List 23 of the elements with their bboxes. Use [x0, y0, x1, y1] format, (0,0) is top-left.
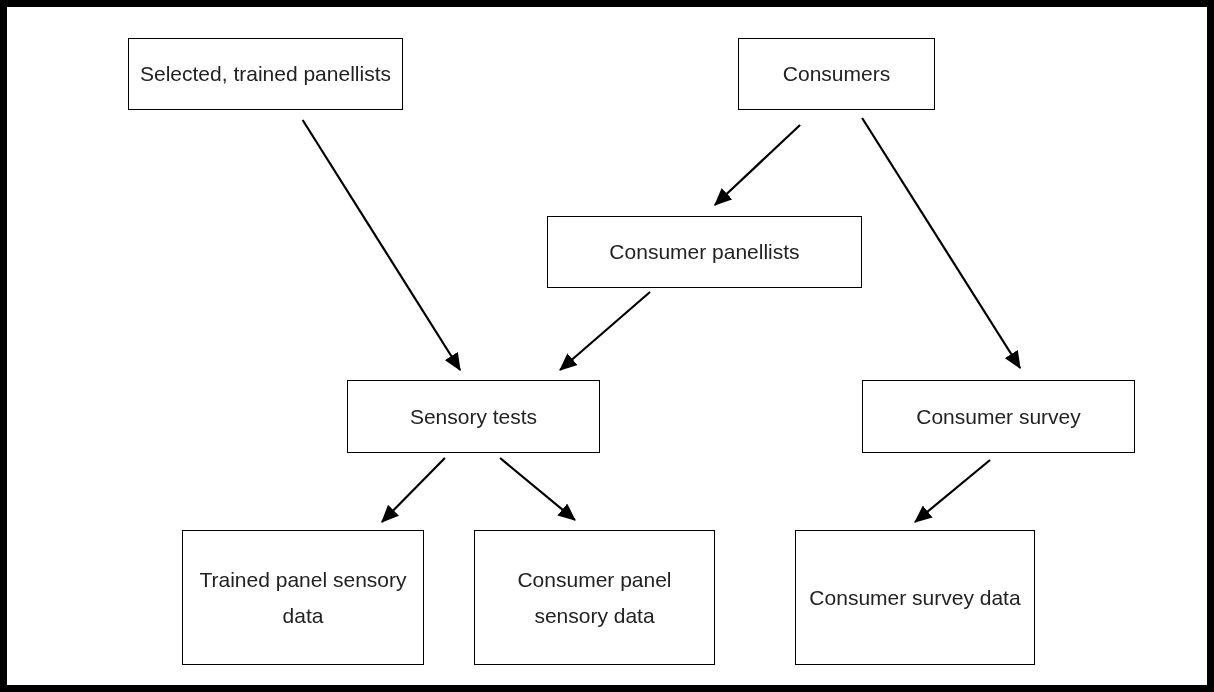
box-label: Trained panel sensory data: [198, 566, 408, 629]
process-box: [547, 216, 862, 288]
process-box: [128, 38, 403, 110]
arrow: [714, 124, 801, 206]
arrow: [861, 117, 1021, 369]
arrow: [499, 457, 576, 521]
box-label: Consumer survey data: [809, 584, 1021, 611]
box-label: Selected, trained panellists: [140, 61, 391, 87]
process-box: [347, 380, 600, 453]
box-label: Consumer panellists: [609, 239, 800, 265]
process-box: [182, 530, 424, 665]
process-box: [738, 38, 935, 110]
arrow: [381, 457, 446, 523]
arrow: [914, 459, 991, 523]
box-label: Consumers: [782, 61, 891, 87]
box-label: Consumer panel sensory data: [516, 566, 673, 629]
process-box: [862, 380, 1135, 453]
box-label: Consumer survey: [916, 403, 1081, 430]
arrow: [559, 291, 651, 371]
arrow: [301, 119, 462, 371]
box-label: Sensory tests: [409, 403, 538, 430]
process-box: [795, 530, 1035, 665]
process-box: [474, 530, 715, 665]
